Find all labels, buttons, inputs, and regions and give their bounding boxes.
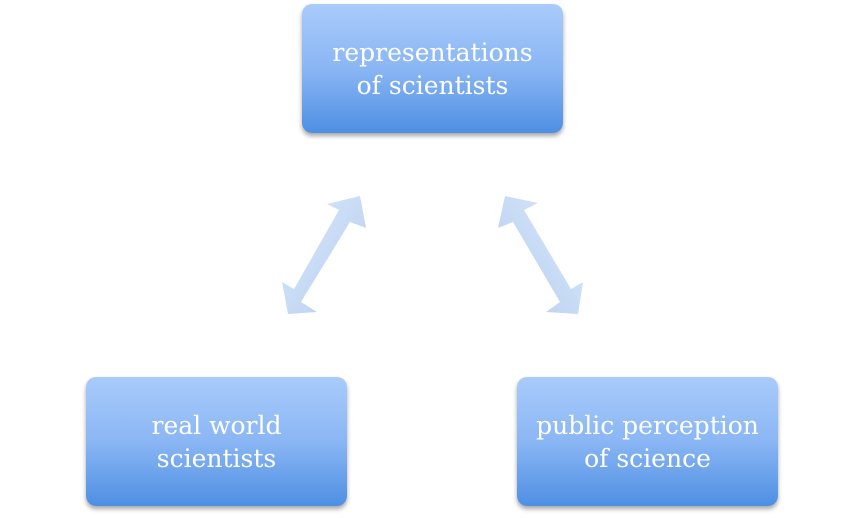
node-right-line2: of science — [584, 443, 711, 473]
node-top-line2: of scientists — [356, 70, 509, 100]
node-top-text: representations of scientists — [332, 36, 532, 102]
node-right-line1: public perception — [536, 410, 759, 440]
node-representations-of-scientists: representations of scientists — [302, 4, 563, 133]
node-left-line1: real world — [151, 410, 282, 440]
double-arrow-right — [498, 196, 583, 314]
node-left-text: real world scientists — [152, 409, 282, 475]
node-right-text: public perception of science — [536, 409, 759, 475]
node-real-world-scientists: real world scientists — [86, 377, 347, 506]
node-public-perception-of-science: public perception of science — [517, 377, 778, 506]
node-top-line1: representations — [332, 37, 533, 67]
double-arrow-left — [282, 196, 366, 314]
node-left-line2: scientists — [156, 443, 277, 473]
